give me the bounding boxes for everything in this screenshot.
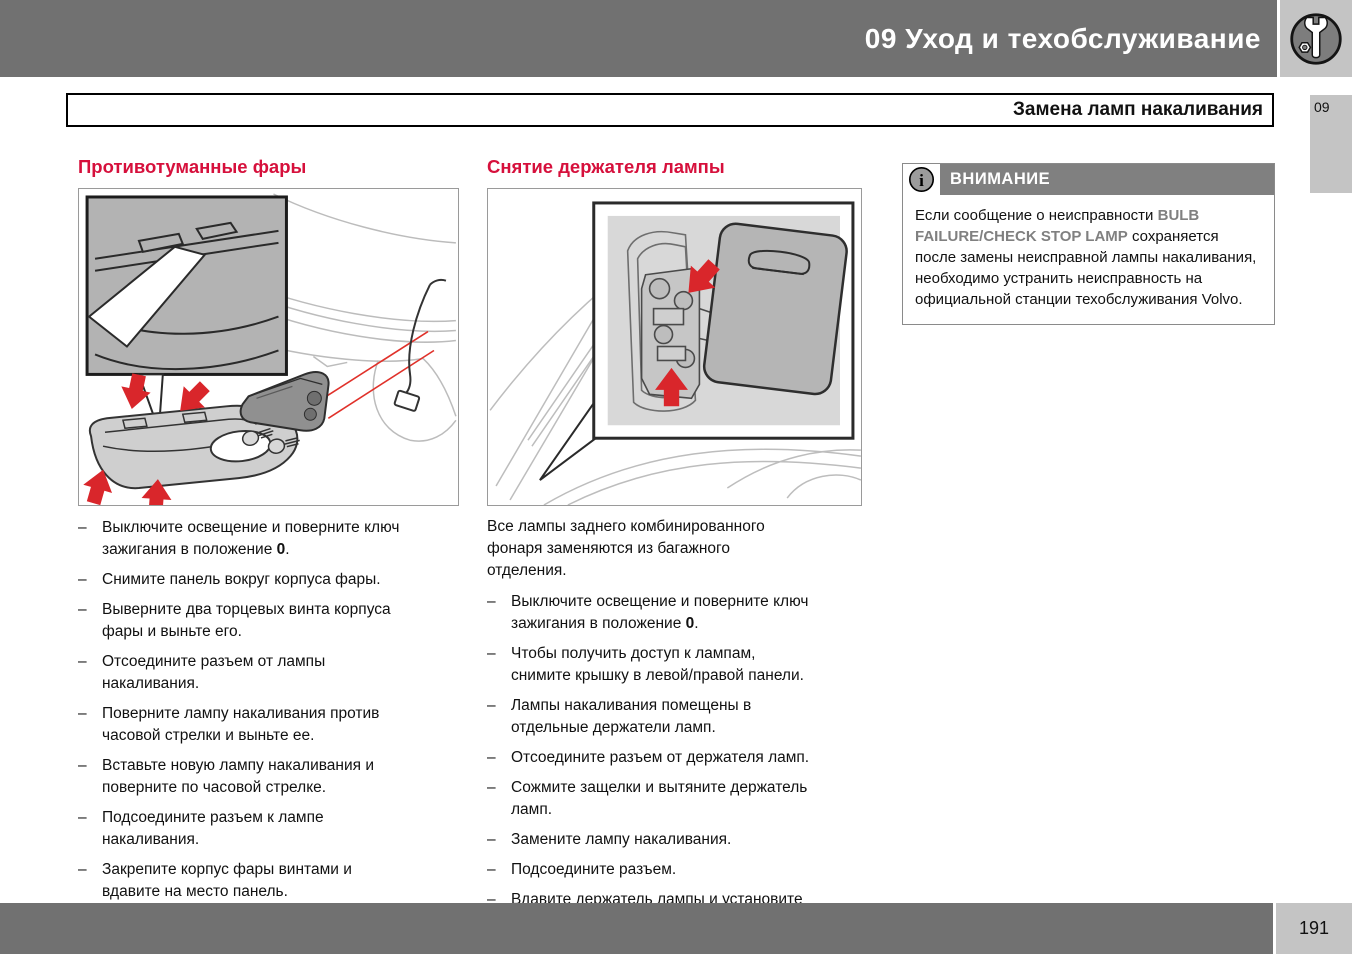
instruction-item: –Чтобы получить доступ к лампам, снимите… bbox=[487, 643, 863, 687]
instruction-item: –Закрепите корпус фары винтами и вдавите… bbox=[78, 859, 460, 903]
lamp-holder-heading: Снятие держателя лампы bbox=[487, 156, 725, 177]
bullet-dash: – bbox=[487, 697, 496, 714]
instruction-text: Отсоедините разъем от лампы накаливания. bbox=[102, 653, 326, 692]
bullet-dash: – bbox=[487, 891, 496, 908]
warning-header: i ВНИМАНИЕ bbox=[903, 164, 1274, 195]
instruction-text: Чтобы получить доступ к лампам, снимите … bbox=[511, 645, 804, 684]
bullet-dash: – bbox=[487, 749, 496, 766]
instruction-text: Замените лампу накаливания. bbox=[511, 831, 732, 848]
bullet-dash: – bbox=[78, 601, 87, 618]
instruction-text: Подсоедините разъем к лампе накаливания. bbox=[102, 809, 324, 848]
instruction-text: Вставьте новую лампу накаливания и повер… bbox=[102, 757, 374, 796]
instruction-item: –Замените лампу накаливания. bbox=[487, 829, 863, 851]
warning-icon-cell: i bbox=[903, 164, 940, 195]
instruction-item: –Выключите освещение и поверните ключ за… bbox=[78, 517, 460, 561]
page-number: 191 bbox=[1276, 903, 1352, 954]
bullet-dash: – bbox=[78, 705, 87, 722]
column-lamp-holder: Снятие держателя лампы bbox=[487, 156, 863, 941]
warning-title: ВНИМАНИЕ bbox=[940, 164, 1274, 195]
tail-lamp-figure bbox=[487, 188, 862, 506]
section-title: Замена ламп накаливания bbox=[1013, 99, 1263, 120]
tail-lamp-illustration bbox=[489, 201, 861, 505]
bullet-dash: – bbox=[487, 645, 496, 662]
chapter-header-bar: 09 Уход и техобслуживание bbox=[0, 0, 1277, 77]
instruction-text: Поверните лампу накаливания против часов… bbox=[102, 705, 380, 744]
bullet-dash: – bbox=[78, 519, 87, 536]
wrench-icon bbox=[1290, 12, 1342, 65]
column-fog-lamps: Противотуманные фары bbox=[78, 156, 460, 911]
instruction-text: Закрепите корпус фары винтами и вдавите … bbox=[102, 861, 352, 900]
svg-text:i: i bbox=[919, 171, 924, 190]
lamp-holder-intro: Все лампы заднего комбинированного фонар… bbox=[487, 518, 765, 579]
instruction-item: –Подсоедините разъем к лампе накаливания… bbox=[78, 807, 460, 851]
tail-lamp-instructions: –Выключите освещение и поверните ключ за… bbox=[487, 591, 863, 933]
bullet-dash: – bbox=[78, 757, 87, 774]
chapter-side-tab: 09 bbox=[1310, 95, 1352, 193]
section-title-box: Замена ламп накаливания bbox=[66, 93, 1274, 127]
instruction-text: Выключите освещение и поверните ключ заж… bbox=[102, 519, 400, 558]
bullet-dash: – bbox=[78, 809, 87, 826]
instruction-item: –Лампы накаливания помещены в отдельные … bbox=[487, 695, 863, 739]
bullet-dash: – bbox=[78, 861, 87, 878]
bullet-dash: – bbox=[78, 653, 87, 670]
instruction-item: –Отсоедините разъем от лампы накаливания… bbox=[78, 651, 460, 695]
fog-lamp-figure bbox=[78, 188, 459, 506]
bullet-dash: – bbox=[487, 831, 496, 848]
instruction-item: –Снимите панель вокруг корпуса фары. bbox=[78, 569, 460, 591]
instruction-text: Отсоедините разъем от держателя ламп. bbox=[511, 749, 810, 766]
instruction-item: –Вставьте новую лампу накаливания и пове… bbox=[78, 755, 460, 799]
instruction-text: Снимите панель вокруг корпуса фары. bbox=[102, 571, 381, 588]
warning-text: Если сообщение о неисправности BULB FAIL… bbox=[915, 207, 1257, 308]
info-icon: i bbox=[908, 166, 935, 193]
bullet-dash: – bbox=[78, 571, 87, 588]
fog-lamps-heading: Противотуманные фары bbox=[78, 156, 307, 177]
instruction-text: Лампы накаливания помещены в отдельные д… bbox=[511, 697, 752, 736]
bullet-dash: – bbox=[487, 861, 496, 878]
instruction-item: –Выключите освещение и поверните ключ за… bbox=[487, 591, 863, 635]
instruction-text: Сожмите защелки и вытяните держатель лам… bbox=[511, 779, 808, 818]
fog-lamp-instructions: –Выключите освещение и поверните ключ за… bbox=[78, 517, 460, 903]
instruction-item: –Поверните лампу накаливания против часо… bbox=[78, 703, 460, 747]
instruction-item: –Сожмите защелки и вытяните держатель ла… bbox=[487, 777, 863, 821]
footer-bar bbox=[0, 903, 1273, 954]
column-warning: i ВНИМАНИЕ Если сообщение о неисправност… bbox=[902, 163, 1275, 325]
instruction-text: Выверните два торцевых винта корпуса фар… bbox=[102, 601, 391, 640]
chapter-title: 09 Уход и техобслуживание bbox=[864, 22, 1261, 54]
instruction-text: Выключите освещение и поверните ключ заж… bbox=[511, 593, 809, 632]
instruction-item: –Отсоедините разъем от держателя ламп. bbox=[487, 747, 863, 769]
instruction-text: Подсоедините разъем. bbox=[511, 861, 677, 878]
fog-lamp-illustration bbox=[79, 193, 457, 505]
instruction-item: –Выверните два торцевых винта корпуса фа… bbox=[78, 599, 460, 643]
bullet-dash: – bbox=[487, 593, 496, 610]
instruction-item: –Подсоедините разъем. bbox=[487, 859, 863, 881]
bullet-dash: – bbox=[487, 779, 496, 796]
chapter-icon-box bbox=[1280, 0, 1352, 77]
warning-box: i ВНИМАНИЕ Если сообщение о неисправност… bbox=[902, 163, 1275, 325]
